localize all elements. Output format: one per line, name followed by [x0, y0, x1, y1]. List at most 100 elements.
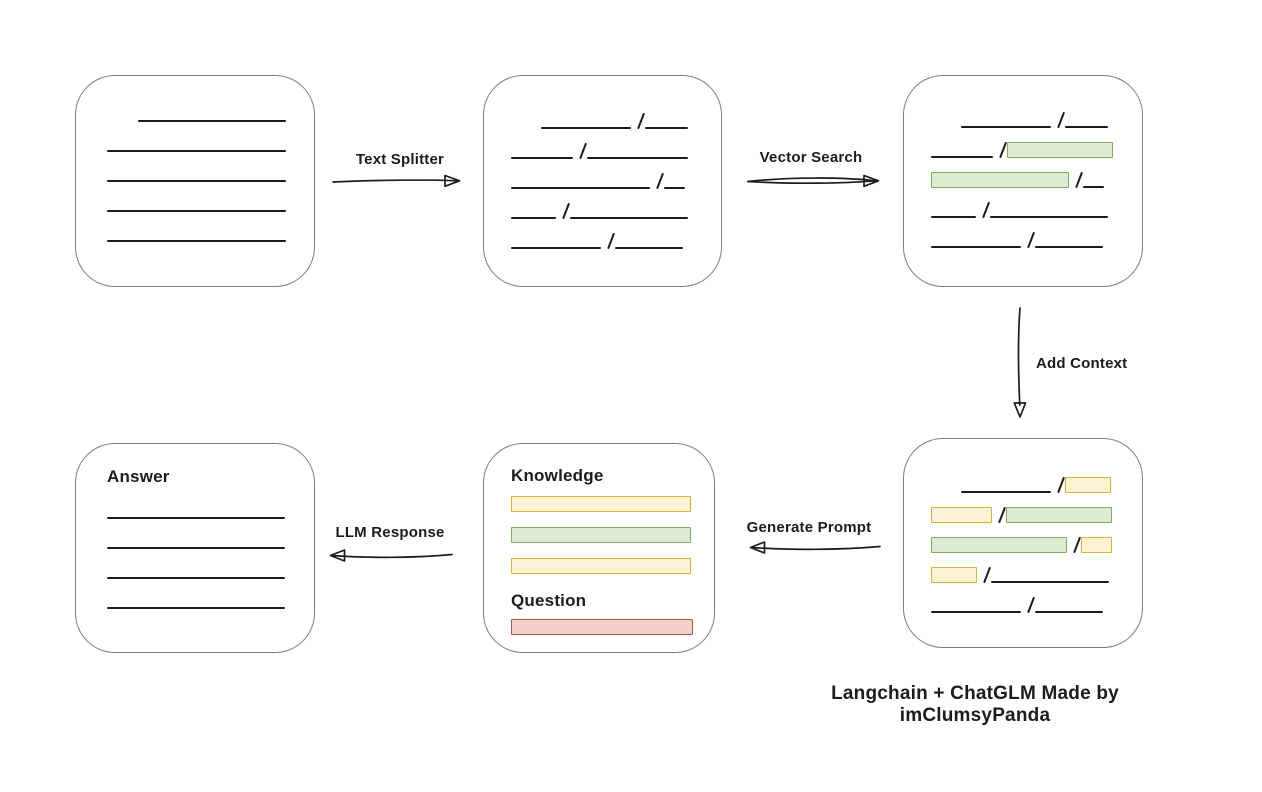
- vector-matches-box: [903, 75, 1143, 287]
- sketch-row: [107, 549, 314, 579]
- sketch-row: [107, 152, 314, 182]
- knowledge-bars: [511, 496, 714, 574]
- split-slash: [1027, 231, 1036, 249]
- text-stroke-line: [931, 246, 1021, 248]
- red-bar: [511, 619, 693, 635]
- yellow-bar: [511, 558, 691, 574]
- text-stroke-line: [615, 247, 684, 249]
- sketch-row: [511, 159, 721, 190]
- text-stroke-line: [931, 611, 1021, 613]
- split-slash: [998, 506, 1007, 524]
- green-highlight-chunk: [931, 537, 1067, 553]
- green-highlight-chunk: [931, 172, 1069, 188]
- generate-prompt-label: Generate Prompt: [746, 519, 872, 536]
- split-slash: [656, 172, 665, 190]
- right-double-arrow-icon: [747, 174, 880, 188]
- split-slash: [607, 232, 616, 250]
- text-stroke-line: [570, 217, 689, 219]
- answer-box: Answer: [75, 443, 315, 653]
- sketch-row: [107, 122, 314, 152]
- vector-search-label: Vector Search: [759, 149, 863, 166]
- text-stroke-line: [961, 126, 1051, 128]
- split-text-box: [483, 75, 722, 287]
- split-slash: [1057, 476, 1066, 494]
- answer-lines: [76, 489, 314, 609]
- text-stroke-line: [511, 247, 601, 249]
- sketch-row: [107, 92, 314, 122]
- sketch-row: [931, 188, 1142, 219]
- source-document-box: [75, 75, 315, 287]
- text-stroke-line: [107, 607, 285, 609]
- split-slash: [1075, 171, 1084, 189]
- sketch-row: [107, 519, 314, 549]
- yellow-highlight-chunk: [931, 507, 992, 523]
- green-highlight-chunk: [1006, 507, 1113, 523]
- text-stroke-line: [511, 217, 556, 219]
- text-stroke-line: [107, 210, 286, 212]
- split-slash: [637, 112, 646, 130]
- split-slash: [1027, 596, 1036, 614]
- yellow-bar: [511, 496, 691, 512]
- text-stroke-line: [931, 216, 976, 218]
- indent-gap: [931, 127, 961, 128]
- split-slash: [983, 566, 992, 584]
- split-slash: [579, 142, 588, 160]
- text-stroke-line: [961, 491, 1051, 493]
- left-arrow-icon: [329, 549, 453, 562]
- sketch-row: [511, 129, 721, 160]
- indent-gap: [107, 121, 138, 122]
- sketch-row: [931, 523, 1142, 554]
- question-label: Question: [511, 591, 587, 610]
- text-stroke-line: [1035, 246, 1104, 248]
- sketch-row: [107, 182, 314, 212]
- context-chunk-lines: [904, 439, 1142, 614]
- document-lines: [76, 76, 314, 242]
- text-splitter-label: Text Splitter: [355, 151, 445, 168]
- yellow-highlight-chunk: [931, 567, 977, 583]
- text-stroke-line: [587, 157, 689, 159]
- split-slash: [1073, 536, 1082, 554]
- sketch-row: [931, 583, 1142, 614]
- text-stroke-line: [1035, 611, 1104, 613]
- yellow-highlight-chunk: [1081, 537, 1113, 553]
- text-stroke-line: [931, 156, 993, 158]
- down-arrow-icon: [1013, 307, 1027, 418]
- text-stroke-line: [107, 240, 286, 242]
- split-slash: [999, 141, 1008, 159]
- question-bars: [511, 619, 714, 635]
- vector-match-lines: [904, 76, 1142, 249]
- sketch-row: [511, 219, 721, 250]
- sketch-row: [107, 579, 314, 609]
- sketch-row: [931, 98, 1142, 129]
- sketch-row: [931, 158, 1142, 189]
- green-bar: [511, 527, 691, 543]
- text-stroke-line: [990, 216, 1109, 218]
- split-slash: [1057, 111, 1066, 129]
- sketch-row: [931, 553, 1142, 584]
- text-stroke-line: [107, 577, 285, 579]
- yellow-highlight-chunk: [1065, 477, 1112, 493]
- text-stroke-line: [991, 581, 1110, 583]
- text-stroke-line: [1065, 126, 1109, 128]
- text-stroke-line: [645, 127, 689, 129]
- text-stroke-line: [511, 157, 573, 159]
- sketch-row: [931, 128, 1142, 159]
- add-context-label: Add Context: [1036, 355, 1128, 372]
- split-slash: [562, 202, 571, 220]
- sketch-row: [511, 189, 721, 220]
- sketch-row: [931, 463, 1142, 494]
- text-stroke-line: [1083, 186, 1105, 188]
- llm-response-label: LLM Response: [335, 524, 445, 541]
- sketch-row: [931, 493, 1142, 524]
- split-text-lines: [484, 76, 721, 250]
- sketch-row: [931, 218, 1142, 249]
- sketch-row: [511, 99, 721, 130]
- sketch-row: [107, 212, 314, 242]
- prompt-box: Knowledge Question: [483, 443, 715, 653]
- text-stroke-line: [138, 120, 286, 122]
- context-chunks-box: [903, 438, 1143, 648]
- text-stroke-line: [664, 187, 686, 189]
- split-slash: [982, 201, 991, 219]
- green-highlight-chunk: [1007, 142, 1114, 158]
